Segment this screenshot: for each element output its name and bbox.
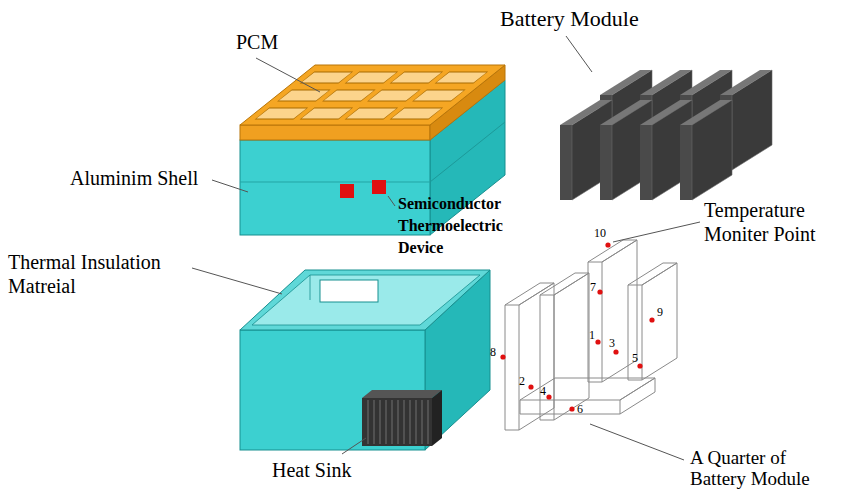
heat-sink-part <box>432 390 442 446</box>
pcm-slots-part <box>391 72 443 83</box>
part-label: Semiconductor Thermoelectric Device <box>398 193 526 259</box>
battery-module-part-part <box>600 70 652 95</box>
monitor-points-part <box>500 354 505 359</box>
monitor-points-part <box>637 363 642 368</box>
callout-number: 4 <box>540 384 546 398</box>
leader-lines-part <box>613 222 700 242</box>
part-label: Aluminim Shell <box>70 166 198 190</box>
pcm-slots-part <box>368 90 420 101</box>
pcm-slots-part <box>256 108 308 119</box>
insulation-housing-part <box>310 275 311 300</box>
heat-sink-part <box>362 398 432 446</box>
callout-number: 3 <box>609 336 615 350</box>
leader-lines-part <box>256 58 320 92</box>
pcm-layer-part <box>240 65 505 125</box>
monitor-points <box>500 242 654 411</box>
part-label: Heat Sink <box>272 458 351 482</box>
pcm-slots-part <box>391 108 443 119</box>
battery-module-part-part <box>680 100 732 125</box>
wireframe-quarter-part <box>505 283 554 430</box>
monitor-points-part <box>605 242 610 247</box>
monitor-points-part <box>528 384 533 389</box>
pcm-slots-part <box>301 72 353 83</box>
heat-sink-part <box>368 400 428 444</box>
leader-lines-part <box>590 424 684 460</box>
part-label: Thermal Insulation Matreial <box>8 250 190 298</box>
callout-number: 6 <box>577 402 583 416</box>
leader-lines <box>192 36 700 460</box>
monitor-points-part <box>569 406 574 411</box>
pcm-layer-part <box>240 125 430 140</box>
thermoelectric-device-part <box>340 184 354 198</box>
aluminium-shell-part <box>240 182 430 183</box>
pcm-slots-part <box>301 108 353 119</box>
part-label: Battery Module <box>500 6 639 32</box>
wireframe-quarter-part <box>588 240 637 382</box>
battery-module-part-part <box>640 100 692 125</box>
wireframe-quarter-part <box>540 273 589 420</box>
pcm-slots-part <box>436 72 488 83</box>
leader-lines-part <box>566 36 592 72</box>
callout-number: 9 <box>657 305 663 319</box>
insulation-housing <box>240 270 490 450</box>
callout-number: 1 <box>589 328 595 342</box>
battery-module-part-part <box>640 70 692 95</box>
housing-window <box>320 280 378 302</box>
pcm-slots-part <box>346 72 398 83</box>
part-label: Temperature Moniter Point <box>704 198 846 246</box>
wireframe-quarter-part <box>628 263 677 380</box>
battery-module-part-part <box>560 125 572 200</box>
pcm-slots-part <box>413 90 465 101</box>
thermoelectric-device <box>340 180 386 198</box>
battery-module-part-part <box>640 125 652 200</box>
monitor-points-part <box>546 394 551 399</box>
battery-module-part-part <box>600 125 612 200</box>
insulation-housing-part <box>240 270 490 330</box>
monitor-points-part <box>649 317 654 322</box>
battery-module <box>560 70 772 200</box>
wireframe-quarter-part <box>520 378 655 414</box>
leader-lines-part <box>388 196 395 206</box>
callout-number: 8 <box>490 345 496 359</box>
leader-lines-part <box>192 268 282 294</box>
pcm-slots-part <box>278 90 330 101</box>
monitor-points-part <box>613 349 618 354</box>
leader-lines-part <box>342 438 366 454</box>
monitor-points-part <box>597 289 602 294</box>
battery-module-part-part <box>680 125 692 200</box>
battery-module-part-part <box>600 100 652 125</box>
battery-module-part <box>560 100 732 200</box>
callout-number: 5 <box>632 351 638 365</box>
battery-module-part-part <box>680 70 732 95</box>
callout-number: 7 <box>590 280 596 294</box>
pcm-slots-part <box>323 90 375 101</box>
leader-lines-part <box>212 180 248 192</box>
thermoelectric-device-part <box>372 180 386 194</box>
pcm-layer <box>240 65 505 140</box>
callout-number: 2 <box>519 374 525 388</box>
heat-sink <box>362 390 442 446</box>
insulation-housing-part <box>252 275 480 325</box>
pcm-slots <box>256 72 488 119</box>
callout-number: 10 <box>594 226 606 240</box>
pcm-slots-part <box>346 108 398 119</box>
battery-module-part-part <box>560 100 612 125</box>
part-label: A Quarter of Battery Module <box>690 447 840 489</box>
wireframe-quarter <box>505 240 677 430</box>
part-label: PCM <box>236 30 278 54</box>
heat-sink-part <box>362 390 442 398</box>
monitor-points-part <box>595 339 600 344</box>
battery-module-part-part <box>720 70 772 95</box>
